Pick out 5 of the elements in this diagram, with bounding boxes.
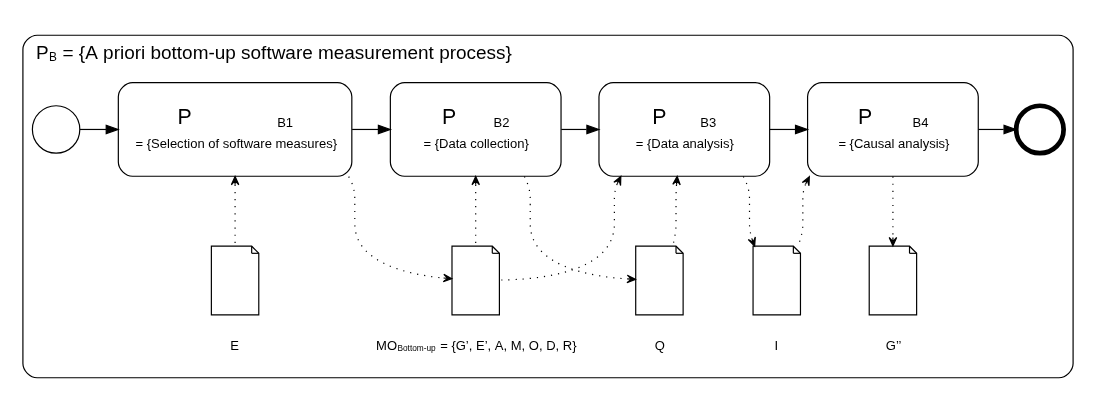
node-label: I	[774, 337, 779, 353]
node-label: G’’	[885, 337, 902, 353]
node-label: Q	[654, 337, 665, 353]
node-label: MOBottom-up = {G’, E’, A, M, O, D, R}	[376, 337, 577, 353]
node-label: E	[230, 337, 240, 353]
